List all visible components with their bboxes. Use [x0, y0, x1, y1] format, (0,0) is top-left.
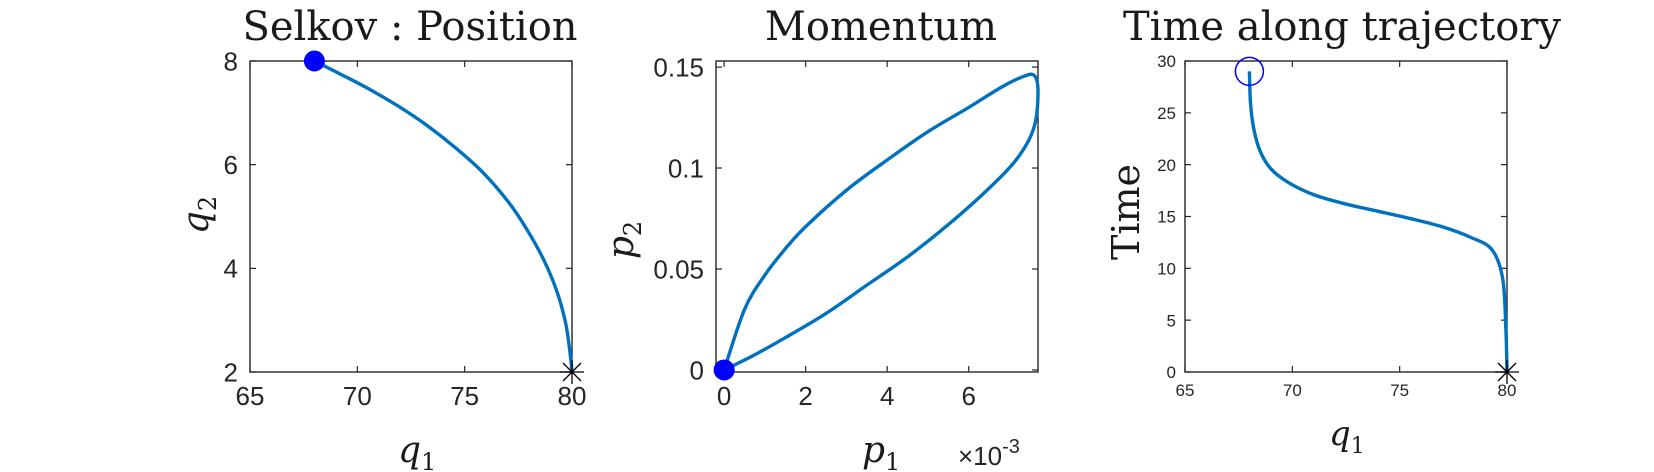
y-tick-label: 20: [1157, 156, 1176, 175]
chart-position: Selkov : Position 65 70 75 80 2 4 6 8 q1 q2: [176, 4, 586, 472]
x-tick-label: 80: [1498, 381, 1517, 400]
y-tick-label: 30: [1157, 52, 1176, 71]
y-axis-label: p2: [601, 221, 647, 259]
chart-title: Momentum: [765, 4, 997, 50]
chart-momentum: Momentum 0 2 4 6 0 0.05 0.1 0.15 p1 ×10-3 p2: [601, 4, 1040, 472]
plot-frame: [715, 60, 1039, 373]
y-tick-label: 8: [224, 46, 238, 76]
x-tick-label: 2: [798, 381, 812, 411]
tick-group: 65 70 75 80 0 5 10 15 20 25 30: [1157, 52, 1516, 400]
x-tick-label: 70: [343, 381, 372, 411]
data-group: [713, 72, 1040, 381]
series-line: [1247, 71, 1509, 373]
y-tick-label: 4: [224, 254, 238, 284]
plot-frame: [249, 60, 573, 373]
x-tick-label: 75: [450, 381, 479, 411]
x-axis-label: q1: [398, 430, 436, 472]
data-group: [1234, 56, 1519, 384]
tick-group: 0 2 4 6 0 0.05 0.1 0.15: [653, 52, 1038, 411]
tick-group: 65 70 75 80 2 4 6 8: [224, 46, 587, 411]
x-tick-label: 6: [961, 381, 975, 411]
end-marker: [1495, 360, 1519, 384]
y-tick-label: 0.05: [653, 254, 704, 284]
x-tick-label: 65: [1176, 381, 1195, 400]
y-tick-label: 15: [1157, 208, 1176, 227]
x-tick-label: 4: [880, 381, 894, 411]
y-tick-label: 0: [1167, 363, 1176, 382]
x-tick-label: 80: [558, 381, 587, 411]
chart-title: Selkov : Position: [242, 4, 577, 50]
series-line: [722, 72, 1040, 372]
x-axis-label: p1: [862, 430, 900, 472]
x-tick-label: 75: [1390, 381, 1409, 400]
y-axis-label: Time: [1104, 164, 1148, 260]
chart-time: Time along trajectory 65 70 75 80 0 5 10 15 20 25…: [1104, 4, 1561, 459]
y-tick-label: 10: [1157, 259, 1176, 278]
start-marker: [1234, 56, 1265, 87]
y-tick-label: 0: [690, 355, 704, 385]
x-tick-label: 70: [1283, 381, 1302, 400]
y-tick-label: 2: [224, 357, 238, 387]
x-exponent-label: ×10-3: [958, 436, 1020, 471]
data-group: [303, 50, 584, 384]
end-marker: [560, 360, 584, 384]
start-marker: [303, 50, 325, 72]
series-line: [313, 59, 574, 373]
x-axis-label: q1: [1329, 414, 1365, 459]
start-marker: [713, 359, 735, 381]
y-tick-label: 0.15: [653, 52, 704, 82]
chart-title: Time along trajectory: [1123, 4, 1561, 50]
plot-frame: [1184, 60, 1508, 373]
x-tick-label: 65: [236, 381, 265, 411]
y-tick-label: 6: [224, 150, 238, 180]
y-tick-label: 5: [1167, 311, 1176, 330]
x-tick-label: 0: [717, 381, 731, 411]
y-tick-label: 25: [1157, 104, 1176, 123]
y-tick-label: 0.1: [668, 153, 704, 183]
y-axis-label: q2: [176, 196, 222, 234]
